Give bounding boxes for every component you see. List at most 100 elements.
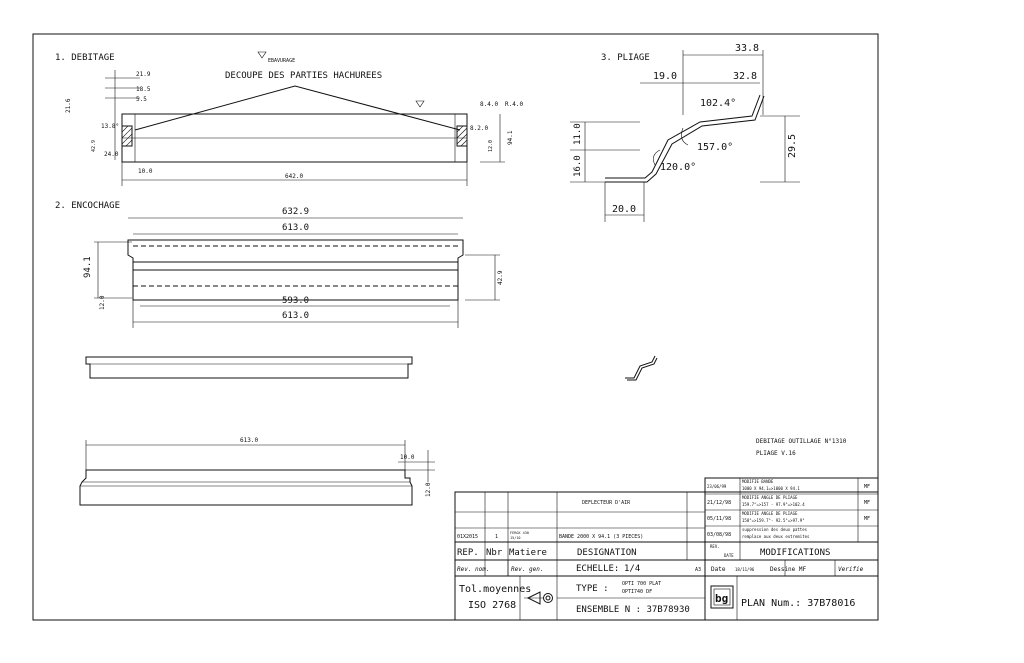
svg-text:23/06/99: 23/06/99 bbox=[707, 484, 727, 489]
tb-deflecteur: DEFLECTEUR D'AIR bbox=[582, 500, 631, 506]
svg-text:MODIFIE BANDE: MODIFIE BANDE bbox=[742, 479, 774, 484]
revision-row: 03/08/98 suppression des deux pattes rem… bbox=[707, 527, 810, 539]
tb-date-label: Date bbox=[711, 566, 726, 573]
svg-text:03/08/98: 03/08/98 bbox=[707, 532, 731, 538]
side-view-strip bbox=[85, 356, 413, 379]
tb-tol-line-2: ISO 2768 bbox=[468, 600, 516, 611]
pli-angle-102-4: 102.4° bbox=[700, 98, 736, 109]
enc-dim-593: 593.0 bbox=[282, 296, 309, 306]
dim-21-9: 21.9 bbox=[136, 71, 151, 78]
tb-type-label: TYPE : bbox=[576, 584, 609, 594]
section-encochage-title: 2. ENCOCHAGE bbox=[55, 201, 120, 211]
tb-modifications: MODIFICATIONS bbox=[760, 548, 830, 558]
small-profile bbox=[625, 355, 658, 381]
note-line-1: DEBITAGE OUTILLAGE N°1310 bbox=[756, 438, 847, 445]
dim-8-2: 8.2.0 bbox=[470, 125, 488, 132]
tb-date-col: DATE bbox=[724, 553, 734, 558]
svg-text:MF: MF bbox=[864, 500, 870, 506]
dim-21-6: 21.6 bbox=[65, 98, 72, 113]
tb-qty: 1 bbox=[495, 534, 498, 540]
dim-12-0: 12.0 bbox=[488, 140, 494, 152]
tb-nbr: Nbr bbox=[486, 548, 503, 558]
enc-dim-42-9: 42.9 bbox=[497, 270, 504, 285]
projection-symbol-icon bbox=[524, 591, 553, 605]
svg-text:MF: MF bbox=[864, 484, 870, 490]
ebavurage-label: EBAVURAGE bbox=[268, 58, 295, 64]
svg-text:1000 X 94.1=>1000 X 94.1: 1000 X 94.1=>1000 X 94.1 bbox=[742, 486, 800, 491]
tb-rev-nom: Rev. nom. bbox=[457, 566, 490, 573]
tb-matiere-small-1: FEROX 430 bbox=[510, 531, 529, 535]
ebavurage-symbol-2 bbox=[415, 100, 425, 108]
svg-text:159.7°=>157 - 97.9°=>102.4: 159.7°=>157 - 97.9°=>102.4 bbox=[742, 502, 805, 507]
hatched-area-left bbox=[121, 125, 133, 147]
dim-94-1: 94.1 bbox=[507, 130, 514, 145]
svg-text:MODIFIE ANGLE DE PLIAGE: MODIFIE ANGLE DE PLIAGE bbox=[742, 495, 798, 500]
bot-dim-613: 613.0 bbox=[240, 437, 258, 444]
enc-dim-613-bot: 613.0 bbox=[282, 311, 309, 321]
section-debitage-title: 1. DEBITAGE bbox=[55, 53, 115, 63]
revision-row: 23/06/99 MODIFIE BANDE 1000 X 94.1=>1000… bbox=[707, 479, 870, 491]
svg-text:suppression des deux pattes: suppression des deux pattes bbox=[742, 527, 808, 532]
bot-dim-10: 10.0 bbox=[400, 454, 415, 461]
tb-ensemble: ENSEMBLE N : 37B78930 bbox=[576, 605, 690, 615]
tb-format: A3 bbox=[695, 567, 701, 573]
pli-dim-32-8: 32.8 bbox=[733, 71, 757, 82]
dim-24-0: 24.0 bbox=[104, 151, 119, 158]
tb-matiere: Matiere bbox=[509, 548, 547, 558]
svg-text:05/11/98: 05/11/98 bbox=[707, 516, 731, 522]
svg-text:MODIFIE ANGLE DE PLIAGE: MODIFIE ANGLE DE PLIAGE bbox=[742, 511, 798, 516]
pli-dim-29-5: 29.5 bbox=[787, 134, 798, 158]
pli-dim-16-0: 16.0 bbox=[573, 155, 583, 177]
svg-text:bg: bg bbox=[715, 592, 728, 605]
decoupe-leader bbox=[134, 85, 461, 131]
note-line-2: PLIAGE V.16 bbox=[756, 450, 796, 457]
tb-echelle-label: ECHELLE: bbox=[576, 564, 619, 574]
tb-designation-value: BANDE 2000 X 94.1 (3 PIECES) bbox=[559, 534, 643, 540]
enc-dim-632-9: 632.9 bbox=[282, 207, 309, 217]
dim-18-5: 18.5 bbox=[136, 86, 151, 93]
svg-text:158°=>159.7°- 92.5°=>97.9°: 158°=>159.7°- 92.5°=>97.9° bbox=[742, 518, 805, 523]
enc-dim-12-0: 12.0 bbox=[99, 295, 106, 310]
tb-type-line-1: OPTI 700 PLAT bbox=[622, 581, 661, 587]
dim-5-5: 5.5 bbox=[136, 96, 147, 103]
dim-10-0: 10.0 bbox=[138, 168, 153, 175]
pliage-profile bbox=[605, 94, 765, 183]
tb-rev-gen: Rev. gen. bbox=[511, 566, 544, 573]
tb-verifie: Verifie bbox=[838, 566, 864, 573]
hatched-area-right bbox=[456, 125, 468, 147]
dim-13-8: 13.8° bbox=[101, 123, 119, 130]
revision-row: 21/12/98 MODIFIE ANGLE DE PLIAGE 159.7°=… bbox=[707, 495, 870, 507]
tb-date-value: 18/11/96 bbox=[735, 567, 755, 572]
pli-dim-19-0: 19.0 bbox=[653, 71, 677, 82]
title-block bbox=[454, 477, 879, 621]
dim-8-4-a: 8.4.0 bbox=[480, 101, 498, 108]
pli-dim-11-0: 11.0 bbox=[573, 123, 583, 145]
enc-dim-613-top: 613.0 bbox=[282, 223, 309, 233]
bottom-view-part bbox=[79, 469, 413, 506]
tb-echelle-value: 1/4 bbox=[624, 564, 640, 574]
svg-text:remplace aux deux extremites: remplace aux deux extremites bbox=[742, 534, 810, 539]
pli-dim-33-8: 33.8 bbox=[735, 43, 759, 54]
section-pliage-title: 3. PLIAGE bbox=[601, 53, 650, 63]
tb-part-ref: 01X2015 bbox=[457, 534, 478, 540]
pli-angle-157-0: 157.0° bbox=[697, 142, 733, 153]
tb-plan-num: PLAN Num.: 37B78016 bbox=[741, 598, 855, 609]
revision-row: 05/11/98 MODIFIE ANGLE DE PLIAGE 158°=>1… bbox=[707, 511, 870, 523]
tb-tol-line-1: Tol.moyennes bbox=[459, 584, 531, 595]
pli-dim-20-0: 20.0 bbox=[612, 204, 636, 215]
tb-matiere-small-2: 15/10 bbox=[510, 536, 521, 540]
tb-dessine: Dessine MF bbox=[770, 566, 807, 573]
tb-type-line-2: OPTI740 DF bbox=[622, 589, 652, 595]
pli-angle-120-0: 120.0° bbox=[660, 162, 696, 173]
tb-rep: REP. bbox=[457, 548, 479, 558]
tb-rev-label: REV. bbox=[710, 544, 720, 549]
svg-text:MF: MF bbox=[864, 516, 870, 522]
tb-designation: DESIGNATION bbox=[577, 548, 637, 558]
dim-r-4-0: R.4.0 bbox=[505, 101, 523, 108]
dim-42-9: 42.9 bbox=[91, 140, 97, 152]
decoupe-label: DECOUPE DES PARTIES HACHUREES bbox=[225, 71, 382, 81]
dim-642: 642.0 bbox=[285, 173, 303, 180]
company-logo-icon: bg bbox=[710, 585, 734, 609]
enc-dim-94-1: 94.1 bbox=[83, 256, 93, 278]
